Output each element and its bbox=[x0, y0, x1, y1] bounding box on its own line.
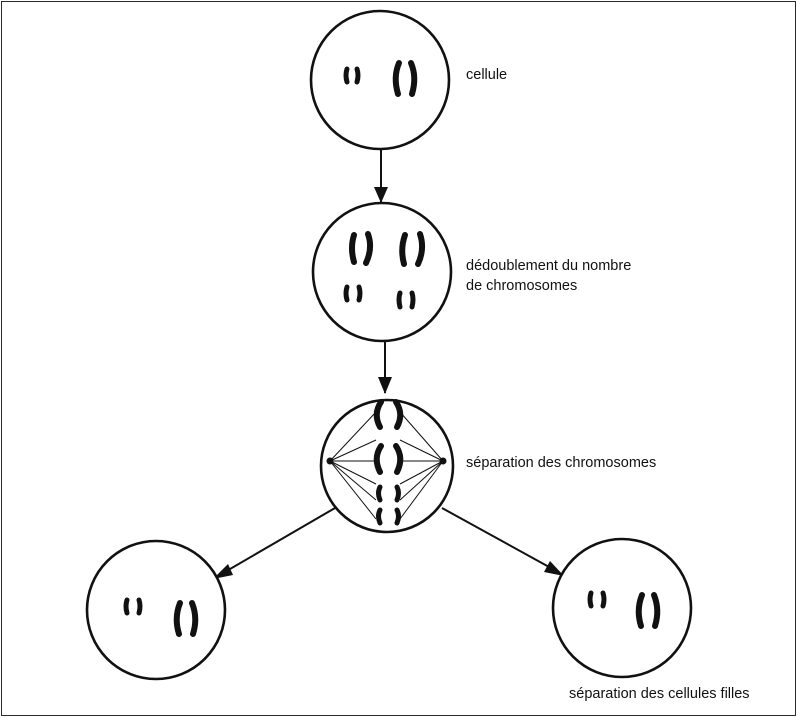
chromosome-long-1 bbox=[392, 60, 402, 97]
chromosome-short-1 bbox=[123, 597, 130, 616]
chromosome-long-pair-left-1 bbox=[349, 232, 357, 265]
chromosome-long-pair-right-2 bbox=[415, 231, 426, 267]
chromatid-right-long-2 bbox=[393, 443, 404, 475]
chromatid-left-short-2 bbox=[376, 507, 383, 526]
label-daughter-cells: séparation des cellules filles bbox=[569, 686, 750, 702]
chromosome-long-2 bbox=[189, 600, 199, 637]
daughter-cell-left bbox=[85, 539, 227, 681]
chromosome-long-1 bbox=[173, 600, 183, 637]
chromosome-short-2 bbox=[354, 66, 361, 85]
chromosome-long-2 bbox=[408, 60, 418, 97]
chromosome-short-2 bbox=[600, 590, 607, 609]
chromosome-long-1 bbox=[635, 592, 645, 629]
chromatid-right-long-1 bbox=[393, 399, 404, 430]
mother-cell bbox=[309, 9, 451, 151]
label-doubling-line2: de chromosomes bbox=[466, 278, 577, 294]
arrow-doubling-to-separation bbox=[378, 341, 392, 394]
centriole-left bbox=[326, 457, 334, 465]
chromosome-short-pair-right-1 bbox=[396, 290, 403, 310]
chromosome-short-1 bbox=[587, 590, 594, 609]
doubling-cell bbox=[311, 201, 453, 343]
chromatid-right-short-2 bbox=[394, 507, 401, 526]
chromosome-long-pair-left-2 bbox=[363, 231, 374, 266]
chromosome-long-pair-right-1 bbox=[399, 232, 408, 267]
chromatid-left-long-1 bbox=[373, 399, 384, 430]
chromatid-left-long-2 bbox=[373, 443, 384, 475]
separation-cell bbox=[319, 398, 455, 534]
spindle-fibers bbox=[329, 411, 444, 520]
arrow-cell-to-doubling bbox=[374, 149, 388, 203]
chromosome-short-pair-left-1 bbox=[343, 284, 350, 303]
chromatid-right-short-1 bbox=[394, 484, 401, 503]
arrow-separation-to-left-daughter bbox=[213, 507, 336, 579]
chromosome-short-2 bbox=[136, 597, 143, 616]
chromosome-long-2 bbox=[651, 592, 661, 629]
arrow-separation-to-right-daughter bbox=[441, 507, 564, 576]
centriole-right bbox=[439, 457, 447, 465]
label-cell: cellule bbox=[466, 67, 507, 83]
chromosome-short-pair-right-2 bbox=[409, 290, 416, 310]
chromatid-left-short-1 bbox=[376, 484, 383, 503]
label-doubling-line1: dédoublement du nombre bbox=[466, 258, 631, 274]
label-separation: séparation des chromosomes bbox=[466, 455, 656, 471]
daughter-cell-right bbox=[551, 537, 693, 679]
chromosome-short-1 bbox=[343, 66, 350, 85]
chromosome-short-pair-left-2 bbox=[356, 284, 363, 303]
